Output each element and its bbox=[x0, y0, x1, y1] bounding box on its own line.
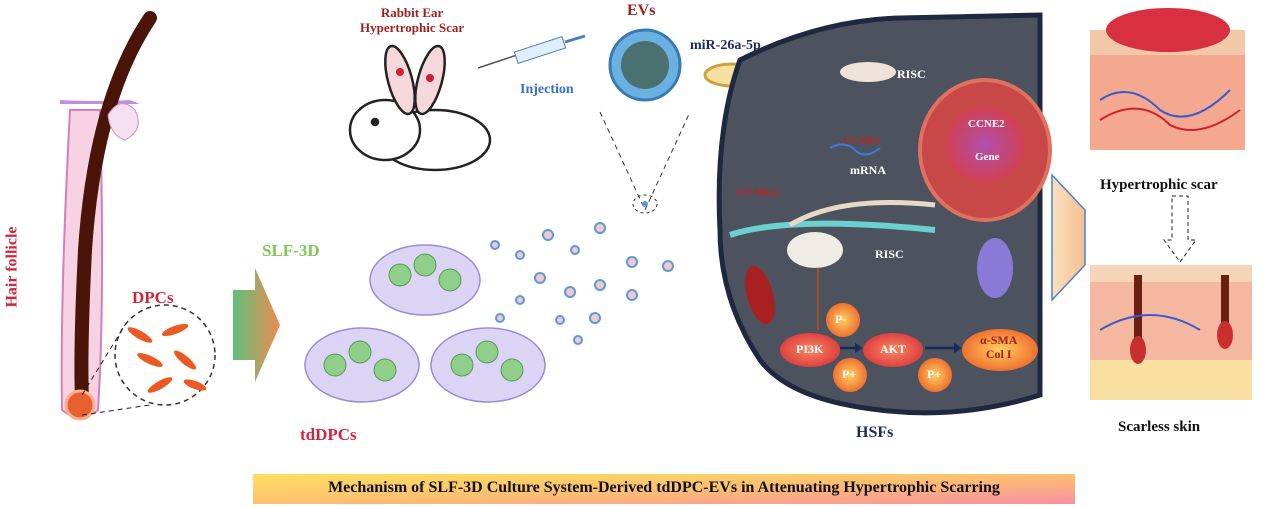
outcome-arrow bbox=[1051, 173, 1086, 302]
ccne2-down-label: CCNE2↓ bbox=[736, 185, 783, 199]
rabbit-illustration bbox=[348, 44, 492, 172]
process-arrow bbox=[233, 268, 280, 382]
hair-follicle-label: Hair follicle bbox=[3, 226, 21, 308]
title-banner bbox=[253, 474, 1075, 504]
p-plus-label-1: P+ bbox=[842, 367, 857, 381]
rabbit-label-line1: Rabbit Ear bbox=[380, 5, 444, 20]
dashed-down-arrow bbox=[1163, 195, 1197, 263]
slf-3d-label: SLF-3D bbox=[262, 241, 320, 260]
ccne2-mrna-label: CCNE2 bbox=[843, 135, 880, 147]
ev-vesicle-icon bbox=[599, 28, 691, 214]
nucleus bbox=[918, 78, 1052, 222]
alpha-sma-label: α-SMA bbox=[980, 333, 1018, 347]
risc-complex bbox=[787, 232, 843, 268]
scarless-skin-label: Scarless skin bbox=[1118, 419, 1201, 435]
mrna-strand bbox=[729, 220, 936, 238]
hypertrophic-scar-label: Hypertrophic scar bbox=[1100, 177, 1218, 193]
evs-label: EVs bbox=[627, 2, 656, 19]
tddpcs-label: tdDPCs bbox=[300, 425, 357, 444]
risc-top-label: RISC bbox=[897, 67, 926, 81]
rabbit-label: Rabbit Ear Hypertrophic Scar bbox=[360, 5, 464, 35]
hypertrophic-scar-tissue bbox=[1090, 8, 1245, 150]
culture-dishes bbox=[304, 244, 546, 403]
scarless-skin-tissue bbox=[1090, 265, 1252, 400]
p-plus-label-2: P+ bbox=[927, 367, 942, 381]
dpcs-label: DPCs bbox=[132, 288, 174, 307]
col-i-label: Col I bbox=[985, 347, 1012, 361]
risc-label: RISC bbox=[875, 247, 904, 261]
mitochondrion bbox=[745, 265, 775, 325]
pi3k-label: PI3K bbox=[796, 342, 824, 356]
syringe-icon bbox=[477, 34, 586, 69]
signaling-nodes bbox=[780, 303, 1038, 392]
injection-label: Injection bbox=[520, 82, 574, 97]
p-minus-label: P- bbox=[835, 312, 847, 326]
mrna-label: mRNA bbox=[850, 163, 886, 177]
hair-follicle-illustration bbox=[60, 11, 216, 421]
rabbit-label-line2: Hypertrophic Scar bbox=[360, 20, 465, 35]
hsfs-label: HSFs bbox=[856, 424, 894, 441]
golgi bbox=[977, 238, 1013, 298]
ev-particles bbox=[490, 222, 674, 345]
mirna-label: miR-26a-5p bbox=[690, 38, 761, 53]
gene-label: Gene bbox=[975, 151, 1000, 163]
ccne2-gene-label: CCNE2 bbox=[968, 118, 1005, 130]
figure-title: Mechanism of SLF-3D Culture System-Deriv… bbox=[328, 479, 1000, 496]
akt-label: AKT bbox=[880, 342, 907, 356]
target-label: α-SMA Col I bbox=[980, 333, 1017, 361]
